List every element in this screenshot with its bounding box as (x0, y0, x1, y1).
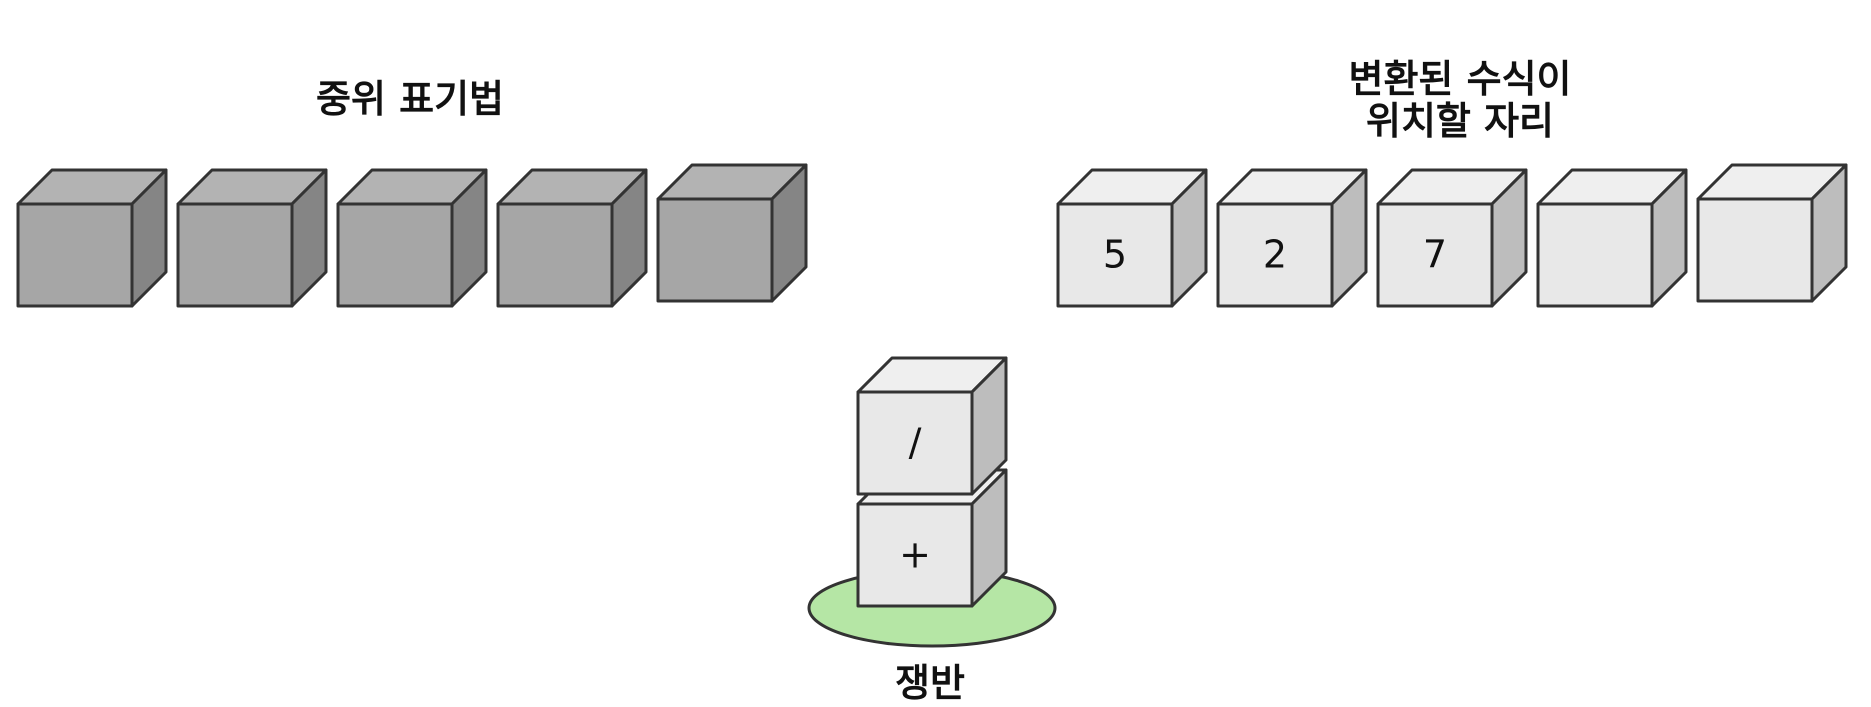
cube-front-face (658, 199, 772, 301)
infix-box-4 (498, 170, 646, 306)
infix-box-5 (658, 165, 806, 301)
cube-front-face (498, 204, 612, 306)
cube-front-face (178, 204, 292, 306)
output-box-row: 5 2 7 (1058, 165, 1846, 306)
cube-front-face (1538, 204, 1652, 306)
cube-label: 2 (1263, 233, 1287, 277)
cube-front-face (1698, 199, 1812, 301)
cube-label: 7 (1423, 233, 1447, 277)
output-box-4 (1538, 170, 1686, 306)
cube-front-face (18, 204, 132, 306)
cube-label: + (899, 533, 931, 577)
infix-box-row (18, 165, 806, 306)
output-box-2: 2 (1218, 170, 1366, 306)
tray-stack: +/ (858, 358, 1006, 606)
infix-box-3 (338, 170, 486, 306)
cube-label: / (909, 421, 922, 465)
cube-label: 5 (1103, 233, 1127, 277)
infix-box-2 (178, 170, 326, 306)
infix-box-1 (18, 170, 166, 306)
tray-item-1: / (858, 358, 1006, 494)
cube-front-face (338, 204, 452, 306)
output-box-3: 7 (1378, 170, 1526, 306)
output-box-1: 5 (1058, 170, 1206, 306)
output-box-5 (1698, 165, 1846, 301)
